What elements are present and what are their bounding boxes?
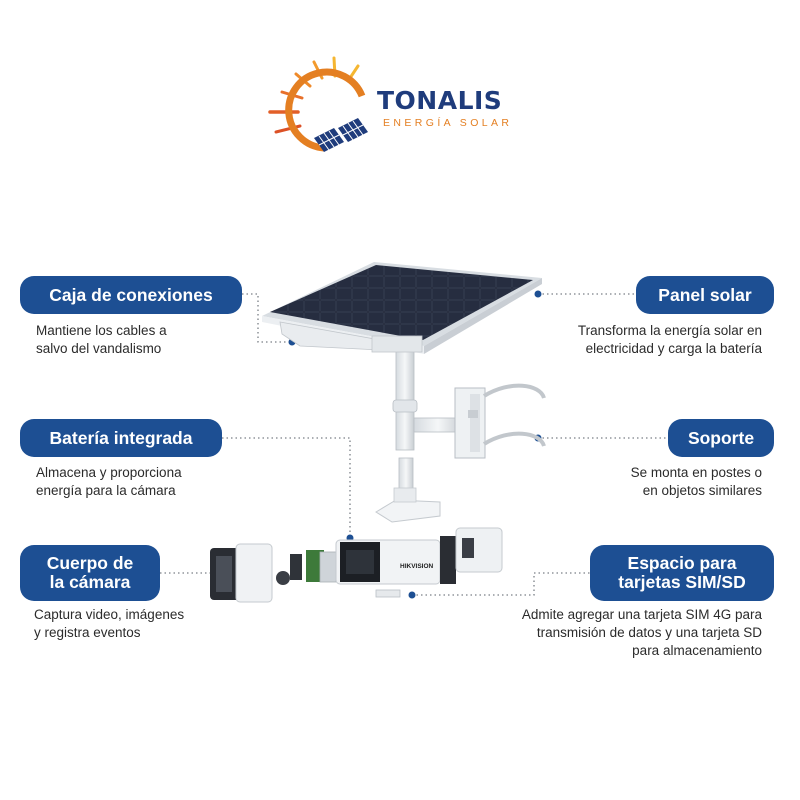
sun-panel-logo-icon <box>268 56 368 152</box>
callout-caja-description: Mantiene los cables a salvo del vandalis… <box>36 323 167 356</box>
callout-cuerpo-title: Cuerpo de la cámara <box>20 545 160 601</box>
brand-tagline: ENERGÍA SOLAR <box>383 117 513 129</box>
camera-exploded-view: HIKVISION <box>210 487 503 603</box>
callout-panel-description: Transforma la energía solar en electrici… <box>577 323 762 356</box>
callout-cuerpo-description: Captura video, imágenes y registra event… <box>34 607 185 640</box>
callout-caja-title: Caja de conexiones <box>20 276 242 314</box>
callout-bateria-description: Almacena y proporciona energía para la c… <box>36 465 182 498</box>
callout-soporte-description: Se monta en postes o en objetos similare… <box>630 465 762 498</box>
mounting-bracket <box>413 383 546 459</box>
leader-lines <box>160 293 668 596</box>
callout-sim-title: Espacio para tarjetas SIM/SD <box>590 545 774 601</box>
camera-brand-label: HIKVISION <box>400 563 434 570</box>
callout-sim-description: Admite agregar una tarjeta SIM 4G para t… <box>521 607 762 658</box>
callout-panel-title: Panel solar <box>636 276 774 314</box>
brand-logo: TONALIS ENERGÍA SOLAR <box>262 56 552 156</box>
brand-name: TONALIS <box>377 86 503 115</box>
solar-panel <box>262 262 542 354</box>
callout-soporte-title: Soporte <box>668 419 774 457</box>
mounting-pole <box>392 349 418 497</box>
callout-bateria-title: Batería integrada <box>20 419 222 457</box>
